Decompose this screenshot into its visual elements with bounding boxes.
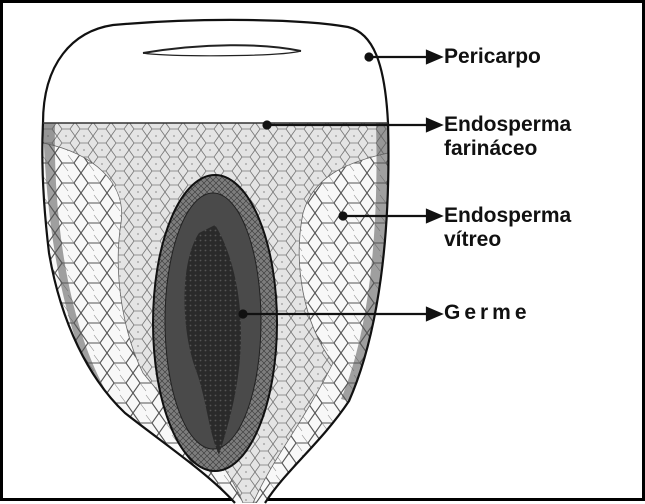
- pericarp-outline: [43, 20, 388, 123]
- label-endosperma-farinaceo-line1: Endosperma: [444, 113, 571, 137]
- label-endosperma-vitreo: Endosperma vítreo: [444, 204, 571, 252]
- label-endosperma-farinaceo: Endosperma farináceo: [444, 113, 571, 161]
- label-endosperma-farinaceo-line2: farináceo: [444, 137, 571, 161]
- label-endosperma-vitreo-line1: Endosperma: [444, 204, 571, 228]
- label-pericarpo: Pericarpo: [444, 45, 541, 69]
- label-endosperma-vitreo-line2: vítreo: [444, 228, 571, 252]
- kernel-diagram: [3, 3, 645, 504]
- label-germe: Germe: [444, 301, 531, 325]
